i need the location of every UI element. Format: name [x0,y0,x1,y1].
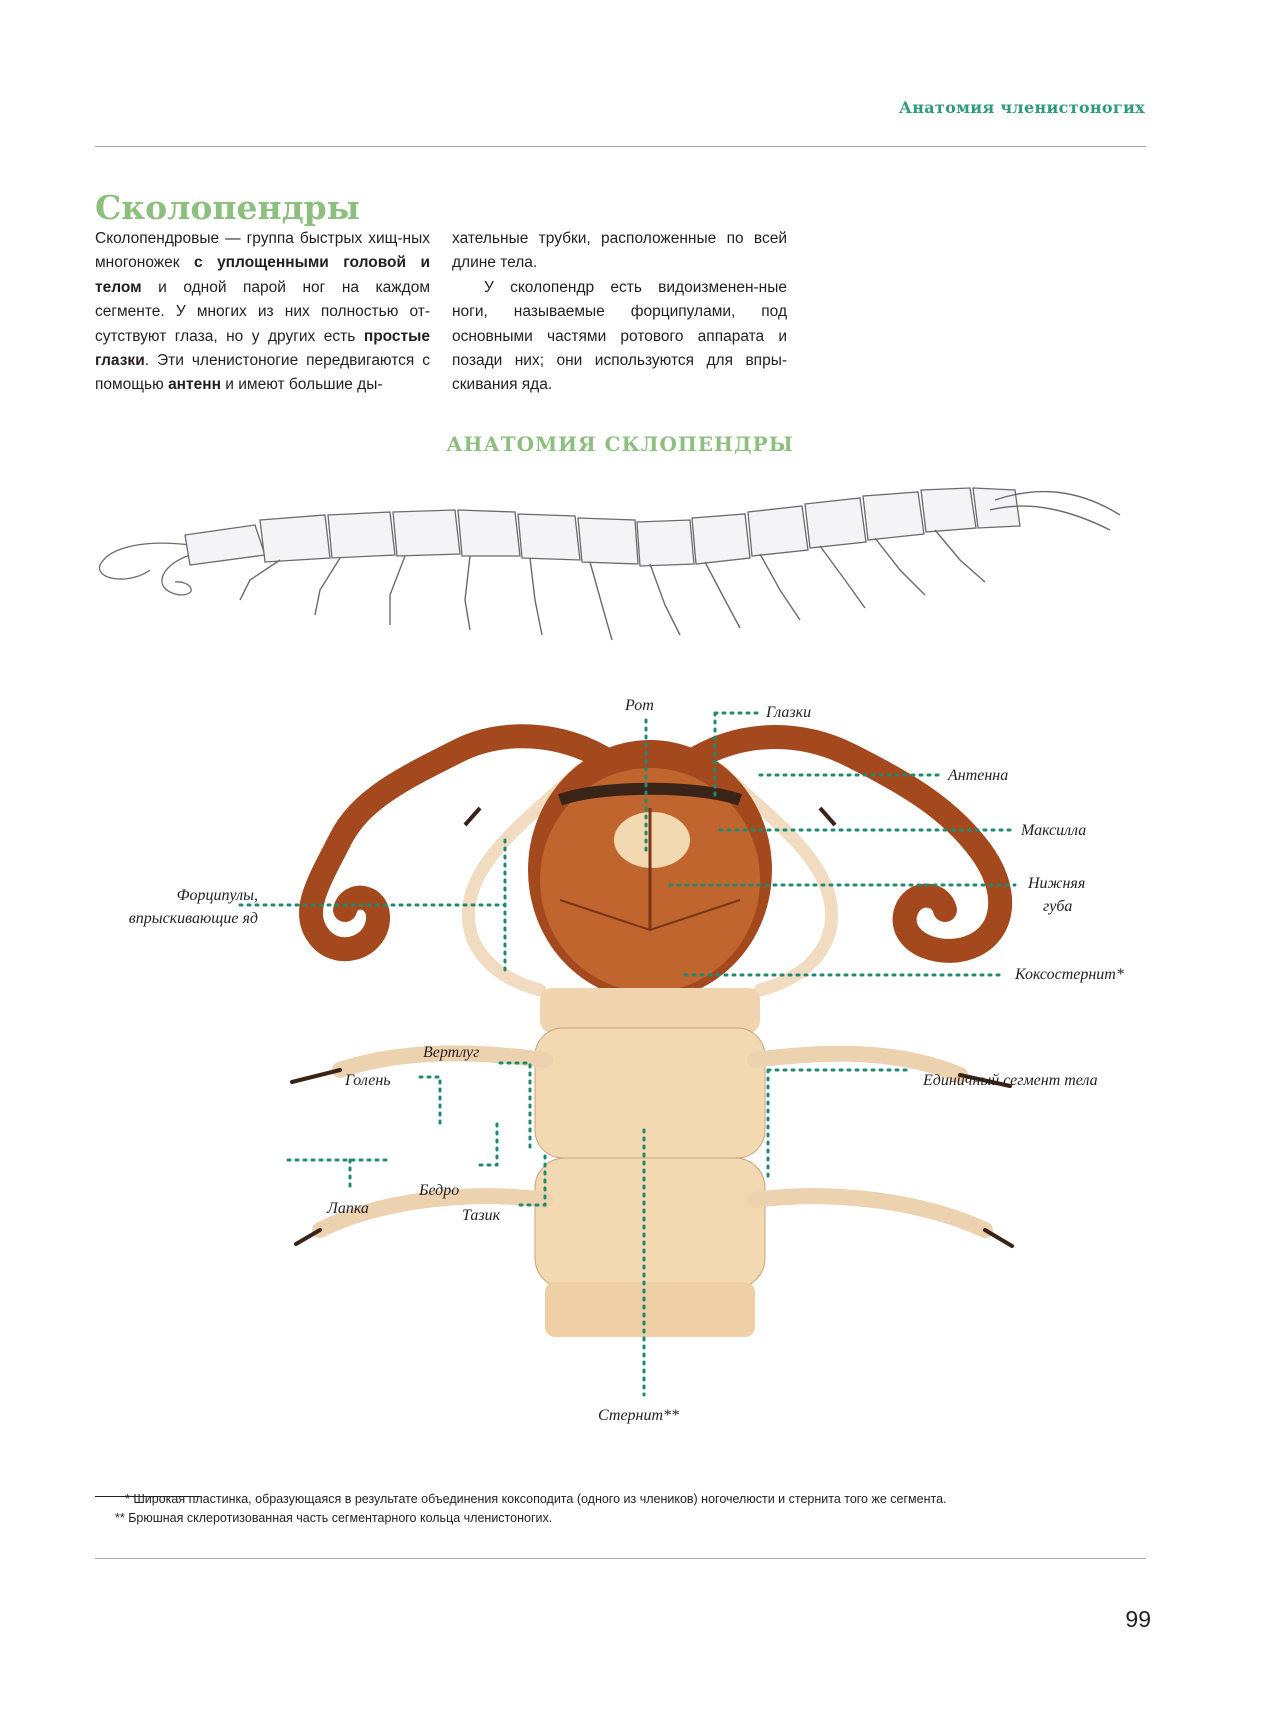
label-ocelli: Глазки [766,704,812,721]
label-maxilla: Максилла [1021,822,1087,839]
text-run: и одной парой ног на каждом сегменте. У … [95,278,430,345]
text-run: Сколопендровые — группа быстрых хищ-ных … [95,230,430,272]
section-title: Сколопендры [95,188,360,227]
leg-right-1 [747,1045,968,1083]
page-number: 99 [1125,1606,1151,1632]
label-mouth: Рот [625,697,654,714]
label-antenna: Антенна [948,767,1009,784]
label-body-segment: Единичный сегмент тела [923,1072,1098,1089]
label-coxa: Тазик [462,1207,501,1224]
body-segment-4 [545,1282,755,1337]
leader-ocelli [713,711,762,802]
text-column-right: хательные трубки, расположенные по всей … [452,227,787,398]
label-lower-lip-line1: Нижняя [1028,875,1086,892]
leg-right-2 [747,1188,993,1238]
antenna-right [678,725,1012,963]
footnote-2: ** Брюшная склеротизованная часть сегмен… [115,1511,553,1525]
bold-term: с уплощенными головой и телом [95,254,430,296]
label-tarsus: Лапка [327,1200,369,1217]
paragraph: хательные трубки, расположенные по всей … [452,230,787,272]
leader-coxa [518,1148,547,1207]
antenna-left [299,724,622,962]
leader-forcipules [238,838,507,977]
centipede-side-illustration [99,487,1121,641]
label-trochanter: Вертлуг [423,1044,480,1061]
body-segment-3 [534,1157,766,1289]
leg-left-2 [312,1188,553,1238]
label-tibia: Голень [345,1072,391,1089]
centipede-ventral-illustration [238,711,1017,1397]
body-segment-2 [534,1027,766,1159]
text-column-left: Сколопендровые — группа быстрых хищ-ных … [95,227,430,398]
forcipule-left [462,763,587,997]
leader-tarsus [286,1158,392,1192]
lower-lip [614,812,690,868]
text-run: . Эти членистоногие передвигаются с помо… [95,352,430,394]
label-coxosternite: Коксостернит* [1015,966,1124,983]
body-segment-1 [540,988,760,1033]
label-sternite: Стернит** [598,1407,680,1424]
leader-body-segment [766,1068,912,1180]
figure-title: АНАТОМИЯ СКЛОПЕНДРЫ [446,432,794,456]
leg-left-1 [332,1045,553,1078]
forcipule-right [713,763,838,997]
text-run: и имеют большие ды- [220,376,383,394]
label-lower-lip-line2: губа [1043,898,1073,915]
running-header: Анатомия членистоногих [898,98,1145,117]
leader-tibia [418,1075,442,1127]
label-forcipules-line1: Форципулы, [176,887,258,904]
leader-trochanter [498,1061,532,1152]
footnote-1: * Широкая пластинка, образующаяся в резу… [125,1492,947,1506]
footer-rule [95,1558,1146,1559]
leader-femur [478,1120,499,1167]
bold-term: антенн [168,376,221,394]
label-forcipules-line2: впрыскивающие яд [128,910,258,927]
bold-term: простые глазки [95,327,430,370]
header-rule [95,146,1146,147]
paragraph: У сколопендр есть видоизменен-ные ноги, … [452,278,787,394]
footnote-rule [95,1496,201,1497]
label-femur: Бедро [419,1182,460,1199]
